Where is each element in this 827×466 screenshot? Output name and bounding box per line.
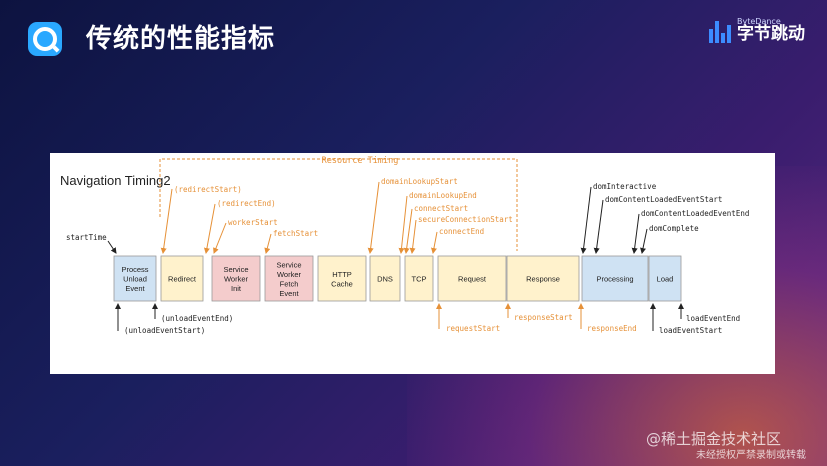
resource-timing-bracket xyxy=(159,158,518,251)
phase-label-redirect: Redirect xyxy=(168,275,197,284)
arrow-domContentLoadedEventEnd xyxy=(631,213,640,254)
bytedance-logo-icon xyxy=(709,19,731,43)
arrow-redirectEnd xyxy=(203,203,216,254)
diagram-title: Navigation Timing2 xyxy=(60,173,171,188)
label-unloadEventEnd: (unloadEventEnd) xyxy=(161,314,233,323)
phase-label-request: Request xyxy=(458,275,487,284)
arrow-connectEnd xyxy=(430,231,438,254)
phase-box-redirect xyxy=(160,255,204,302)
phase-label-sw-fetch: Event xyxy=(279,289,299,298)
label-domInteractive: domInteractive xyxy=(593,182,657,191)
arrow-domInteractive xyxy=(580,186,592,254)
slide-title: 传统的性能指标 xyxy=(86,24,276,54)
phase-label-unload: Event xyxy=(125,284,145,293)
phase-label-response: Response xyxy=(526,275,560,284)
phase-label-sw-init: Init xyxy=(231,284,242,293)
label-secureConnectionStart: secureConnectionStart xyxy=(418,215,513,224)
watermark-line1: @稀土掘金技术社区 xyxy=(646,430,782,448)
label-responseEnd: responseEnd xyxy=(587,324,637,333)
phase-label-http-cache: HTTP xyxy=(332,270,352,279)
phase-label-dns: DNS xyxy=(377,275,393,284)
phase-label-sw-fetch: Fetch xyxy=(280,279,299,288)
phase-box-sw-fetch xyxy=(264,255,314,302)
label-redirectStart: (redirectStart) xyxy=(174,185,242,194)
arrow-connectStart xyxy=(403,208,413,254)
phase-box-load xyxy=(648,255,682,302)
phase-label-sw-fetch: Worker xyxy=(277,270,302,279)
label-domContentLoadedEventStart: domContentLoadedEventStart xyxy=(605,195,722,204)
label-workerStart: workerStart xyxy=(228,218,278,227)
label-domContentLoadedEventEnd: domContentLoadedEventEnd xyxy=(641,209,749,218)
arrow-domainLookupEnd xyxy=(398,195,408,254)
phase-label-unload: Unload xyxy=(123,275,147,284)
timing-diagram-svg: Resource TimingProcessUnloadEventRedirec… xyxy=(66,156,749,335)
phase-label-tcp: TCP xyxy=(412,275,427,284)
brand-english: ByteDance xyxy=(737,17,781,26)
phase-box-sw-init xyxy=(211,255,261,302)
label-redirectEnd: (redirectEnd) xyxy=(217,199,276,208)
label-requestStart: requestStart xyxy=(446,324,500,333)
phase-label-sw-init: Service xyxy=(223,265,248,274)
phase-box-request xyxy=(437,255,507,302)
phase-label-sw-init: Worker xyxy=(224,275,249,284)
label-domainLookupEnd: domainLookupEnd xyxy=(409,191,477,200)
label-fetchStart: fetchStart xyxy=(273,229,318,238)
watermark-line2: 未经授权严禁录制或转载 xyxy=(696,450,806,461)
phase-box-http-cache xyxy=(317,255,367,302)
label-startTime: startTime xyxy=(66,233,107,242)
label-responseStart: responseStart xyxy=(514,313,573,322)
phase-label-load: Load xyxy=(657,275,674,284)
label-domComplete: domComplete xyxy=(649,224,699,233)
bytedance-brand: ByteDance 字节跳动 xyxy=(709,18,805,43)
arrow-secureConnectionStart xyxy=(409,219,417,254)
phase-box-unload xyxy=(113,255,157,302)
phase-label-unload: Process xyxy=(121,265,148,274)
label-loadEventEnd: loadEventEnd xyxy=(686,314,740,323)
arrow-domContentLoadedEventStart xyxy=(593,199,604,254)
arrow-domainLookupStart xyxy=(367,181,380,254)
arrow-workerStart xyxy=(213,222,227,254)
phase-box-tcp xyxy=(404,255,434,302)
label-loadEventStart: loadEventStart xyxy=(659,326,722,335)
phase-label-processing: Processing xyxy=(596,275,633,284)
arrow-domComplete xyxy=(640,228,648,254)
phase-box-response xyxy=(506,255,580,302)
label-domainLookupStart: domainLookupStart xyxy=(381,177,458,186)
label-connectEnd: connectEnd xyxy=(439,227,484,236)
arrow-fetchStart xyxy=(264,233,272,254)
app-logo-icon xyxy=(28,22,62,56)
resource-timing-label: Resource Timing xyxy=(322,156,399,166)
arrow-redirectStart xyxy=(160,188,173,254)
phase-box-dns xyxy=(369,255,401,302)
brand-chinese: 字节跳动 xyxy=(737,24,805,44)
label-connectStart: connectStart xyxy=(414,204,468,213)
label-unloadEventStart: (unloadEventStart) xyxy=(124,326,205,335)
arrow-startTime xyxy=(107,240,117,254)
phase-label-http-cache: Cache xyxy=(331,279,353,288)
phase-box-processing xyxy=(581,255,649,302)
phase-label-sw-fetch: Service xyxy=(276,260,301,269)
